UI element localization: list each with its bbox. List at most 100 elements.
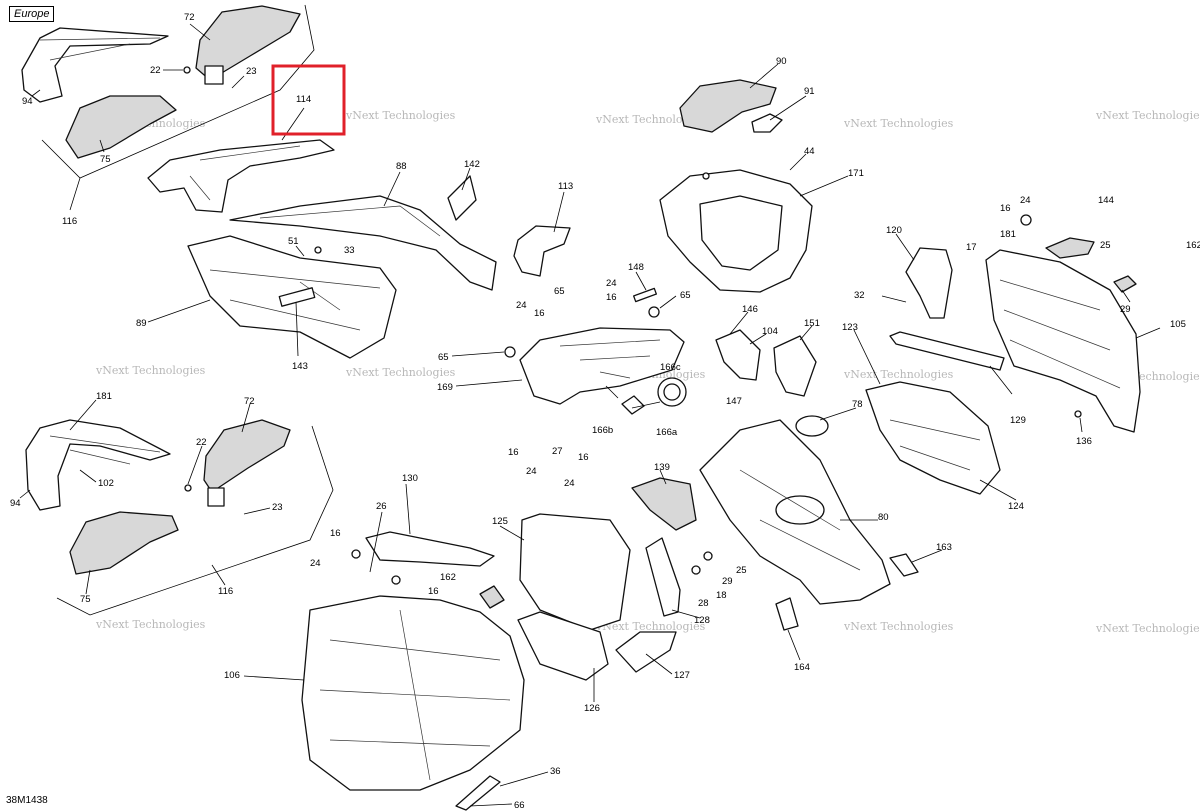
part-104-bracket (715, 329, 761, 381)
callout-28[interactable]: 28 (698, 598, 709, 609)
callout-22-b[interactable]: 22 (196, 437, 207, 448)
callout-126[interactable]: 126 (584, 703, 600, 714)
callout-88[interactable]: 88 (396, 161, 407, 172)
part-106-detail (319, 609, 511, 781)
callout-91[interactable]: 91 (804, 86, 815, 97)
callout-181-b[interactable]: 181 (96, 391, 112, 402)
callout-27[interactable]: 27 (552, 446, 563, 457)
callout-125[interactable]: 125 (492, 516, 508, 527)
callout-72-b[interactable]: 72 (244, 396, 255, 407)
callout-147[interactable]: 147 (726, 396, 742, 407)
callout-24-d[interactable]: 24 (526, 466, 537, 477)
callout-16-b[interactable]: 16 (606, 292, 617, 303)
callout-124[interactable]: 124 (1008, 501, 1024, 512)
callout-33[interactable]: 33 (344, 245, 355, 256)
callout-18[interactable]: 18 (716, 590, 727, 601)
part-126-panel (517, 611, 609, 681)
callout-16-f[interactable]: 16 (330, 528, 341, 539)
callout-65-c[interactable]: 65 (680, 290, 691, 301)
callout-66[interactable]: 66 (514, 800, 525, 811)
callout-24[interactable]: 24 (516, 300, 527, 311)
callout-78[interactable]: 78 (852, 399, 863, 410)
callout-26[interactable]: 26 (376, 501, 387, 512)
callout-116-b[interactable]: 116 (218, 586, 233, 597)
callout-16-g[interactable]: 16 (428, 586, 439, 597)
part-130-strip (365, 531, 495, 567)
callout-24-b[interactable]: 24 (606, 278, 617, 289)
callout-24-c[interactable]: 24 (1020, 195, 1031, 206)
fastener-16f (391, 575, 401, 585)
callout-80[interactable]: 80 (878, 512, 889, 523)
callout-25[interactable]: 25 (1100, 240, 1111, 251)
callout-94[interactable]: 94 (22, 96, 33, 107)
callout-143[interactable]: 143 (292, 361, 308, 372)
callout-29-b[interactable]: 29 (722, 576, 733, 587)
callout-129[interactable]: 129 (1010, 415, 1026, 426)
callout-116[interactable]: 116 (62, 216, 77, 227)
callout-16-e[interactable]: 16 (578, 452, 589, 463)
callout-164[interactable]: 164 (794, 662, 810, 673)
callout-51[interactable]: 51 (288, 236, 299, 247)
callout-75-b[interactable]: 75 (80, 594, 91, 605)
callout-25-b[interactable]: 25 (736, 565, 747, 576)
callout-136[interactable]: 136 (1076, 436, 1092, 447)
callout-120[interactable]: 120 (886, 225, 902, 236)
callout-139[interactable]: 139 (654, 462, 670, 473)
callout-128[interactable]: 128 (694, 615, 710, 626)
group-brackets (41, 4, 334, 616)
callout-36[interactable]: 36 (550, 766, 561, 777)
callout-151[interactable]: 151 (804, 318, 820, 329)
callout-181[interactable]: 181 (1000, 229, 1016, 240)
callout-22[interactable]: 22 (150, 65, 161, 76)
callout-146[interactable]: 146 (742, 304, 758, 315)
callout-162-b[interactable]: 162 (440, 572, 456, 583)
callout-29[interactable]: 29 (1120, 304, 1131, 315)
callout-90[interactable]: 90 (776, 56, 787, 67)
highlight-box-part-114[interactable] (271, 64, 346, 136)
callout-162[interactable]: 162 (1186, 240, 1200, 251)
callout-16-c[interactable]: 16 (1000, 203, 1011, 214)
callout-148[interactable]: 148 (628, 262, 644, 273)
callout-104[interactable]: 104 (762, 326, 778, 337)
callout-106[interactable]: 106 (224, 670, 240, 681)
callout-166c[interactable]: 166c (660, 362, 681, 373)
callout-94-b[interactable]: 94 (10, 498, 21, 509)
callout-142[interactable]: 142 (464, 159, 480, 170)
callout-130[interactable]: 130 (402, 473, 418, 484)
callout-113[interactable]: 113 (558, 181, 573, 192)
callout-127[interactable]: 127 (674, 670, 690, 681)
callout-44[interactable]: 44 (804, 146, 815, 157)
callout-16[interactable]: 16 (534, 308, 545, 319)
part-128-strip (645, 537, 681, 617)
callout-166a[interactable]: 166a (656, 427, 678, 438)
part-120-bracket (905, 247, 953, 319)
part-144-cover (1045, 237, 1095, 259)
callout-166b[interactable]: 166b (592, 425, 613, 436)
callout-171[interactable]: 171 (848, 168, 864, 179)
callout-123[interactable]: 123 (842, 322, 858, 333)
callout-23-b[interactable]: 23 (272, 502, 283, 513)
callout-17[interactable]: 17 (966, 242, 977, 253)
part-162-clip (1113, 275, 1137, 293)
callout-24-f[interactable]: 24 (310, 558, 321, 569)
callout-16-d[interactable]: 16 (508, 447, 519, 458)
callout-114[interactable]: 114 (296, 94, 311, 105)
callout-102[interactable]: 102 (98, 478, 114, 489)
part-89-detail (209, 269, 381, 331)
callout-105[interactable]: 105 (1170, 319, 1186, 330)
callout-23[interactable]: 23 (246, 66, 257, 77)
callout-169[interactable]: 169 (437, 382, 453, 393)
part-88-detail (259, 205, 441, 237)
callout-24-e[interactable]: 24 (564, 478, 575, 489)
callout-65[interactable]: 65 (438, 352, 449, 363)
callout-89[interactable]: 89 (136, 318, 147, 329)
callout-144[interactable]: 144 (1098, 195, 1114, 206)
group-bracket-top (41, 4, 315, 179)
part-142-clip (447, 175, 477, 221)
callout-163[interactable]: 163 (936, 542, 952, 553)
callout-72[interactable]: 72 (184, 12, 195, 23)
callout-65-b[interactable]: 65 (554, 286, 565, 297)
callout-75[interactable]: 75 (100, 154, 111, 165)
callout-32[interactable]: 32 (854, 290, 865, 301)
